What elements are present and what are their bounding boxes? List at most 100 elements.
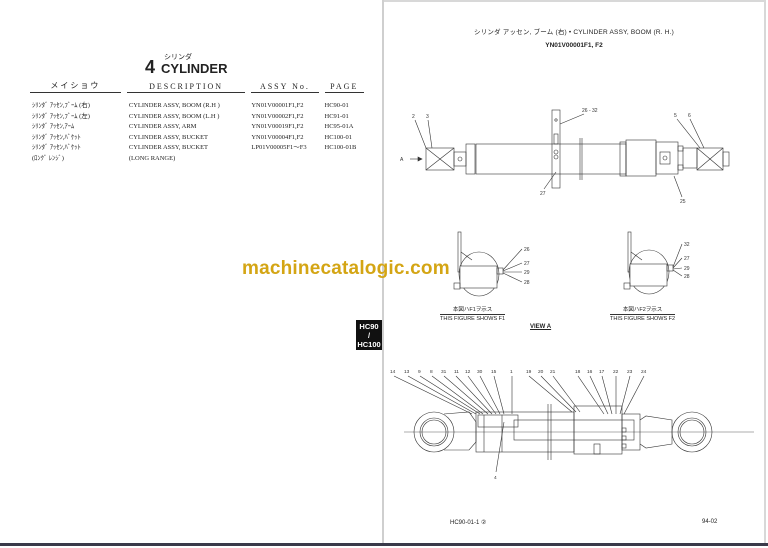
table-header: メイショウ DESCRIPTION ASSY No. PAGE bbox=[30, 79, 370, 93]
svg-text:9: 9 bbox=[418, 369, 421, 375]
cell-description: CYLINDER ASSY, BOOM (R.H ) bbox=[128, 102, 220, 109]
header-name-jp: メイショウ bbox=[30, 80, 121, 93]
header-description: DESCRIPTION bbox=[126, 82, 246, 93]
footer-drawing-code: HC90-01-1 ② bbox=[450, 520, 487, 526]
svg-text:31: 31 bbox=[441, 369, 447, 375]
svg-text:21: 21 bbox=[550, 369, 556, 375]
cell-page-link[interactable]: HC90-01 bbox=[324, 102, 349, 109]
cell-assy-no: YN01V00001F1,F2 bbox=[251, 102, 304, 109]
table-row[interactable]: ｼﾘﾝﾀﾞ ｱｯｾﾝ,ｱｰﾑ CYLINDER ASSY, ARM YN01V0… bbox=[30, 122, 370, 133]
cell-description: CYLINDER ASSY, BUCKET bbox=[128, 144, 209, 151]
top-view bbox=[410, 109, 730, 198]
svg-text:16: 16 bbox=[587, 369, 593, 375]
table-row[interactable]: ｼﾘﾝﾀﾞ ｱｯｾﾝ,ﾊﾞｹｯﾄ CYLINDER ASSY, BUCKET L… bbox=[30, 143, 370, 154]
svg-text:27: 27 bbox=[524, 261, 530, 267]
cell-description: CYLINDER ASSY, BOOM (L.H ) bbox=[128, 112, 220, 120]
svg-text:20: 20 bbox=[538, 369, 544, 375]
footer-page-number: 94-02 bbox=[702, 519, 718, 525]
svg-text:29: 29 bbox=[524, 270, 530, 276]
detail-f2 bbox=[623, 231, 683, 295]
svg-text:8: 8 bbox=[430, 369, 433, 375]
table-row[interactable]: ｼﾘﾝﾀﾞ ｱｯｾﾝ,ﾊﾞｹｯﾄ CYLINDER ASSY, BUCKET Y… bbox=[30, 133, 370, 144]
cell-name-jp: ｼﾘﾝﾀﾞ ｱｯｾﾝ,ﾊﾞｹｯﾄ bbox=[32, 144, 81, 151]
cell-name-jp: (ﾛﾝｸﾞ ﾚﾝｼﾞ) bbox=[32, 154, 64, 162]
chapter-number: 4 bbox=[145, 57, 156, 77]
drawing-title: シリンダ アッセン, ブーム (右) • CYLINDER ASSY, BOOM… bbox=[473, 29, 675, 36]
cell-assy-no: YN01V00002F1,F2 bbox=[251, 112, 304, 120]
model-side-tab[interactable]: HC90 / HC100 bbox=[356, 320, 382, 350]
cell-description: CYLINDER ASSY, BUCKET bbox=[128, 133, 209, 141]
contents-table: メイショウ DESCRIPTION ASSY No. PAGE ｼﾘﾝﾀﾞ ｱｯ… bbox=[30, 79, 370, 164]
chapter-heading: 4 シリンダ CYLINDER bbox=[145, 54, 227, 76]
svg-text:14: 14 bbox=[390, 369, 396, 375]
header-page: PAGE bbox=[324, 82, 364, 93]
cell-page-link[interactable]: HC95-01A bbox=[324, 123, 354, 130]
table-row[interactable]: ｼﾘﾝﾀﾞ ｱｯｾﾝ,ﾌﾞｰﾑ (右) CYLINDER ASSY, BOOM … bbox=[30, 101, 370, 112]
cell-page-link[interactable]: HC91-01 bbox=[324, 112, 349, 120]
table-row[interactable]: ｼﾘﾝﾀﾞ ｱｯｾﾝ,ﾌﾞｰﾑ (左) CYLINDER ASSY, BOOM … bbox=[30, 112, 370, 123]
side-tab-line2: / bbox=[367, 331, 371, 340]
svg-text:1: 1 bbox=[510, 369, 513, 375]
figure-caption-f2: 本図ハF2ヲ示ス THIS FIGURE SHOWS F2 bbox=[610, 305, 676, 322]
figure-caption-f1: 本図ハF1ヲ示ス THIS FIGURE SHOWS F1 bbox=[440, 305, 506, 322]
bottom-border bbox=[0, 543, 768, 546]
label-26-32: 26 - 32 bbox=[582, 108, 598, 114]
side-tab-line1: HC90 bbox=[359, 322, 379, 331]
left-page: 4 シリンダ CYLINDER メイショウ DESCRIPTION ASSY N… bbox=[0, 0, 382, 543]
cell-assy-no: YN01V00004F1,F2 bbox=[251, 133, 304, 141]
cylinder-drawing: 2 3 5 6 26 - 32 27 25 A 26 27 29 28 bbox=[390, 108, 754, 481]
caption-f1-jp: 本図ハF1ヲ示ス bbox=[440, 305, 506, 315]
svg-text:17: 17 bbox=[599, 369, 605, 375]
svg-text:29: 29 bbox=[684, 266, 690, 272]
svg-text:32: 32 bbox=[684, 242, 690, 248]
cell-name-jp: ｼﾘﾝﾀﾞ ｱｯｾﾝ,ﾊﾞｹｯﾄ bbox=[32, 133, 81, 141]
chapter-title: CYLINDER bbox=[161, 61, 228, 76]
cell-assy-no bbox=[251, 154, 318, 165]
svg-text:30: 30 bbox=[477, 369, 483, 375]
cell-page-link[interactable]: HC100-01 bbox=[324, 133, 352, 141]
svg-text:19: 19 bbox=[526, 369, 532, 375]
label-5: 5 bbox=[674, 113, 677, 119]
section-view bbox=[393, 375, 754, 473]
drawing-assy-code: YN01V00001F1, F2 bbox=[545, 42, 603, 49]
detail-f1 bbox=[453, 231, 523, 297]
watermark: machinecatalogic.com bbox=[242, 258, 450, 279]
svg-text:24: 24 bbox=[641, 369, 647, 375]
svg-text:18: 18 bbox=[575, 369, 581, 375]
header-assy-no: ASSY No. bbox=[251, 82, 319, 93]
svg-text:27: 27 bbox=[684, 256, 690, 262]
svg-text:26: 26 bbox=[524, 247, 530, 253]
label-27: 27 bbox=[540, 191, 546, 197]
table-row: (ﾛﾝｸﾞ ﾚﾝｼﾞ) (LONG RANGE) bbox=[30, 154, 370, 165]
cell-description: (LONG RANGE) bbox=[128, 154, 176, 162]
side-tab-line3: HC100 bbox=[357, 340, 381, 349]
cell-description: CYLINDER ASSY, ARM bbox=[128, 123, 197, 130]
caption-f2-jp: 本図ハF2ヲ示ス bbox=[610, 305, 676, 315]
caption-f2-en: THIS FIGURE SHOWS F2 bbox=[610, 316, 676, 322]
cell-name-jp: ｼﾘﾝﾀﾞ ｱｯｾﾝ,ﾌﾞｰﾑ (右) bbox=[32, 102, 90, 109]
svg-text:28: 28 bbox=[684, 274, 690, 280]
cell-assy-no: YN01V00019F1,F2 bbox=[251, 123, 304, 130]
svg-text:28: 28 bbox=[524, 280, 530, 286]
svg-text:22: 22 bbox=[613, 369, 619, 375]
chapter-title-jp: シリンダ bbox=[164, 54, 193, 61]
svg-text:11: 11 bbox=[454, 369, 459, 375]
label-2: 2 bbox=[412, 114, 415, 120]
label-3: 3 bbox=[426, 114, 429, 120]
svg-text:13: 13 bbox=[404, 369, 410, 375]
svg-text:15: 15 bbox=[491, 369, 497, 375]
cell-name-jp: ｼﾘﾝﾀﾞ ｱｯｾﾝ,ｱｰﾑ bbox=[32, 123, 75, 130]
label-6: 6 bbox=[688, 113, 691, 119]
svg-text:12: 12 bbox=[465, 369, 471, 375]
caption-f1-en: THIS FIGURE SHOWS F1 bbox=[440, 316, 506, 322]
cell-assy-no: LP01V00005F1～F3 bbox=[251, 144, 307, 151]
label-25: 25 bbox=[680, 199, 686, 205]
view-a-label: VIEW A bbox=[530, 324, 552, 330]
page-gutter bbox=[382, 0, 384, 543]
cell-page-link[interactable]: HC100-01B bbox=[324, 144, 357, 151]
label-arrow-a: A bbox=[400, 157, 404, 163]
svg-text:23: 23 bbox=[627, 369, 633, 375]
right-page: シリンダ アッセン, ブーム (右) • CYLINDER ASSY, BOOM… bbox=[384, 0, 766, 543]
svg-text:4: 4 bbox=[494, 475, 497, 481]
cell-page bbox=[325, 154, 365, 165]
